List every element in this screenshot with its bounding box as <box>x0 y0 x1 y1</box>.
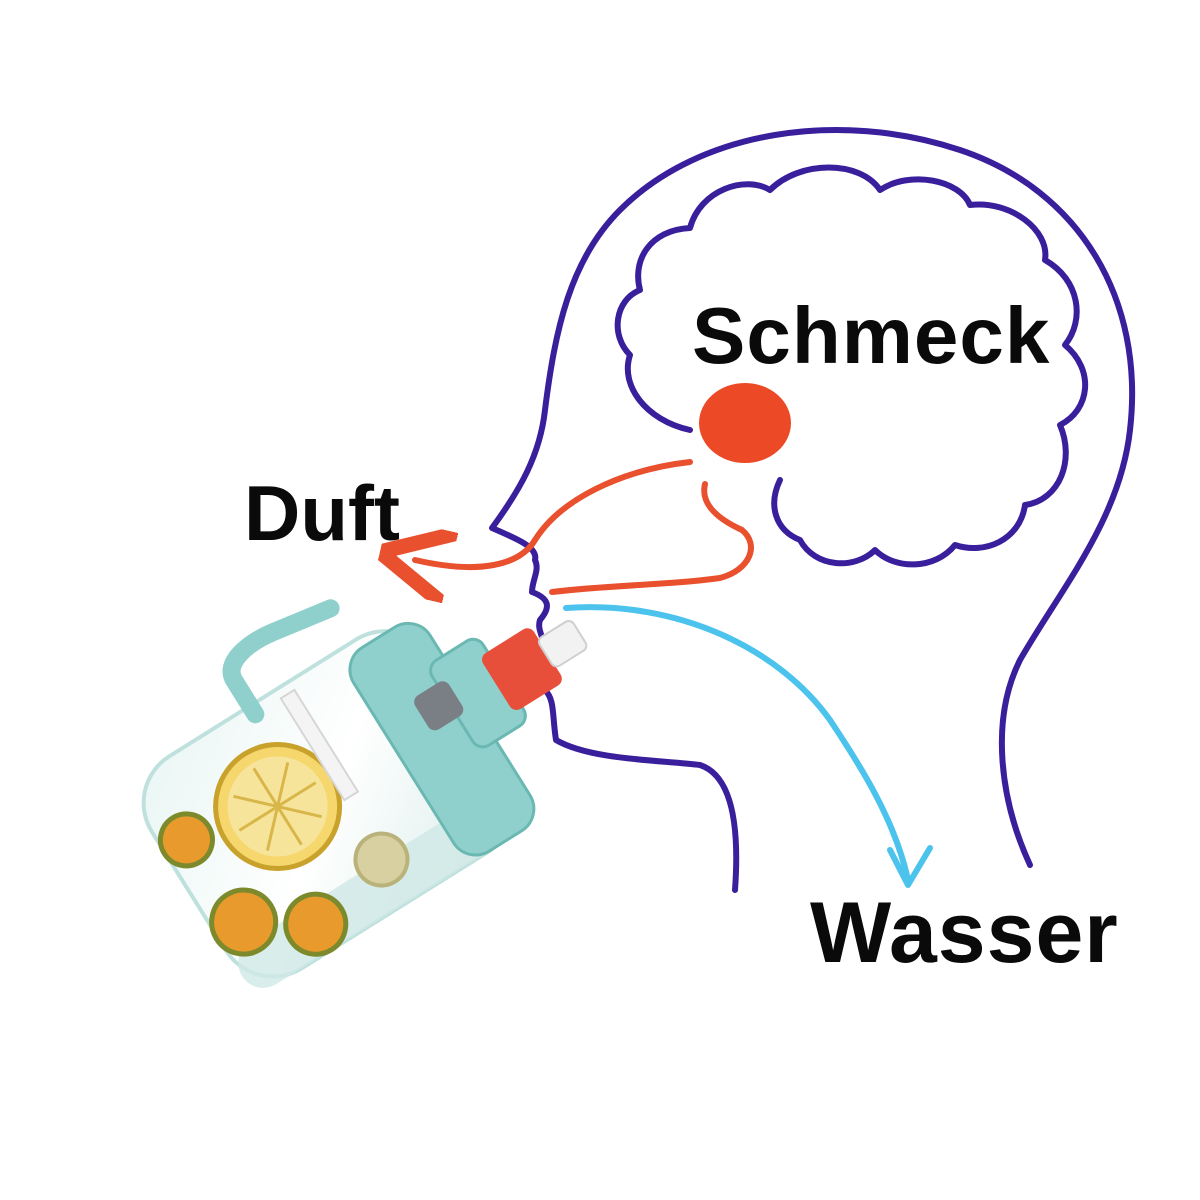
smell-path-line <box>415 462 690 567</box>
retronasal-path-line <box>552 484 751 592</box>
smell-label: Duft <box>244 474 400 552</box>
water-label: Wasser <box>810 890 1119 976</box>
head-outline-icon <box>492 130 1132 890</box>
taste-label: Schmeck <box>692 296 1050 376</box>
water-arrow-head-icon <box>890 848 930 885</box>
taste-center-dot <box>699 383 791 463</box>
